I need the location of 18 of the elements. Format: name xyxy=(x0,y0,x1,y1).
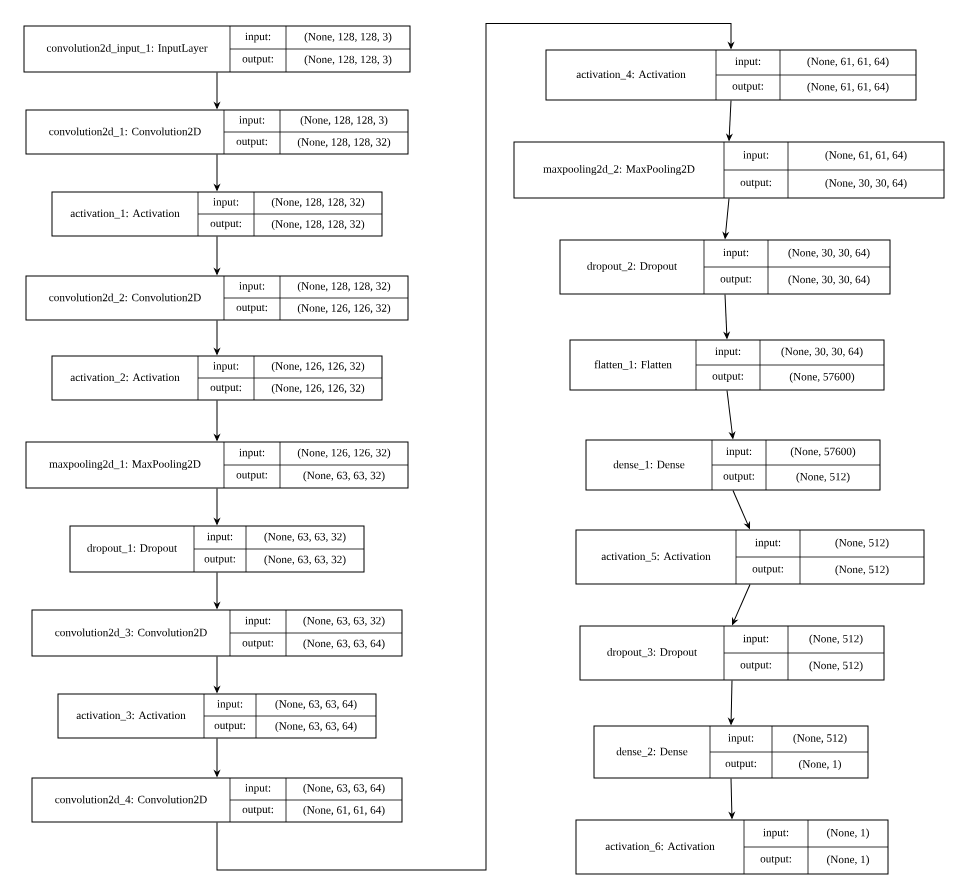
arrow xyxy=(214,154,220,191)
arrow xyxy=(214,72,220,109)
arrow xyxy=(214,488,220,525)
arrow xyxy=(216,23,734,871)
arrow xyxy=(726,100,733,141)
arrow xyxy=(726,390,735,439)
arrow xyxy=(728,680,734,725)
arrow xyxy=(214,656,220,693)
arrow xyxy=(214,320,220,355)
arrow xyxy=(214,236,220,275)
arrow xyxy=(214,572,220,609)
arrow xyxy=(722,198,730,239)
arrow xyxy=(732,584,751,625)
arrow xyxy=(723,294,730,339)
arrow xyxy=(214,738,220,777)
arrow xyxy=(729,778,735,819)
arrow xyxy=(214,400,220,441)
arrow xyxy=(732,490,751,529)
